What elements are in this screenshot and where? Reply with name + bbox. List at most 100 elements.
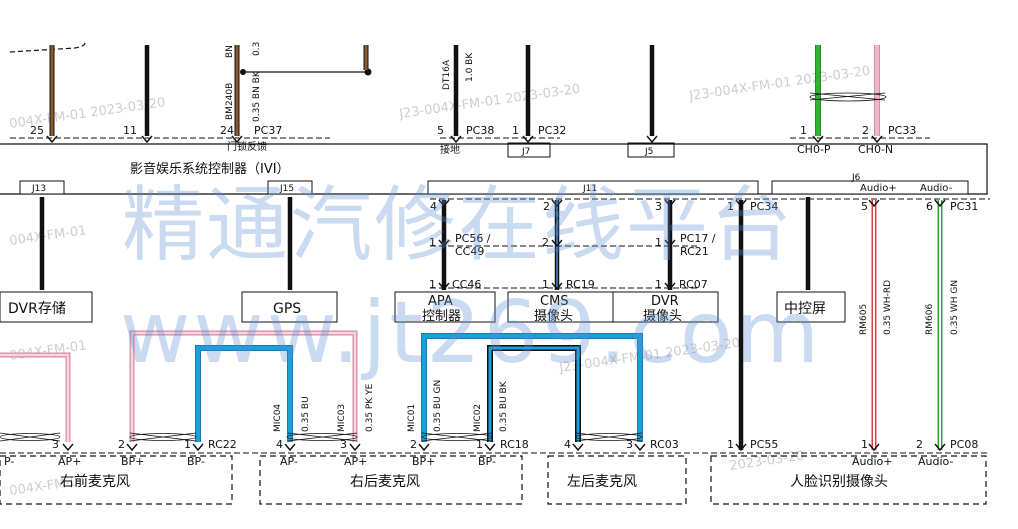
connector-id: RC07: [679, 278, 708, 291]
connector-id: RC19: [566, 278, 595, 291]
pin-label: AP+: [344, 455, 367, 468]
pin-number: 3: [52, 438, 59, 451]
connector-id: RC22: [208, 438, 237, 451]
wire-id: MIC02: [473, 404, 483, 432]
site-watermark: 精通汽修在线平台 www.jt269.com: [120, 178, 822, 383]
module-dvr-camera-sub: 摄像头: [643, 309, 682, 324]
wire-id: MIC04: [273, 404, 283, 432]
pin-label: Audio+: [860, 183, 897, 194]
ivi-controller: 影音娱乐系统控制器（IVI） J13 J15 J11 J6 Audio+ Aud…: [0, 143, 988, 195]
pin-number: 1: [429, 278, 436, 291]
pin-number: 3: [655, 200, 662, 213]
wire-spec: 0.35 WH-RD: [883, 280, 893, 335]
mic-modules: 右前麦克风 右后麦克风 左后麦克风 人脸识别摄像头: [0, 455, 987, 505]
module-center-screen: 中控屏: [784, 301, 826, 317]
pin-number: 5: [437, 124, 444, 137]
modules: DVR存储 GPS APA 控制器 CMS 摄像头 DVR 摄像头 中控屏: [0, 291, 846, 324]
connector-id: PC34: [750, 200, 778, 213]
connector-id: CC49: [455, 245, 484, 258]
pin-number: 4: [276, 438, 283, 451]
module-right-rear-mic: 右后麦克风: [350, 474, 420, 490]
module-dvr-camera: DVR: [651, 294, 679, 309]
module-cms: CMS: [540, 294, 569, 309]
pin-number: 1: [542, 278, 549, 291]
pin-number: 1: [727, 200, 734, 213]
wire-spec: 0.3: [252, 42, 262, 56]
pin-number: 1: [184, 438, 191, 451]
timestamp-watermark: 004X-FM-01: [8, 223, 87, 249]
signal-label: 接地: [440, 143, 460, 156]
connector-id: PC37: [254, 124, 282, 137]
wire-spec: BN: [225, 45, 235, 58]
signal-label: 门锁反馈: [227, 140, 267, 153]
connector-id: J6: [851, 173, 861, 183]
pin-number: 3: [340, 438, 347, 451]
connector-id: PC08: [950, 438, 978, 451]
pin-label: Audio-: [918, 455, 953, 468]
wire-spec: 0.35 BU GN: [433, 380, 443, 432]
module-face-camera: 人脸识别摄像头: [790, 474, 888, 490]
pin-number: 2: [118, 438, 125, 451]
pin-number: 2: [543, 200, 550, 213]
pin-number: 1: [727, 438, 734, 451]
bottom-labels: 3 2 1 RC22 4 3 2 1 RC18 4 3 RC03 1 PC55 …: [4, 438, 978, 468]
pin-label: P-: [4, 455, 14, 468]
connector-id: PC33: [888, 124, 916, 137]
mic-wire-labels: MIC04 0.35 BU MIC03 0.35 PK YE MIC01 0.3…: [273, 380, 509, 432]
pin-label: Audio-: [920, 183, 953, 194]
connector-id: RC21: [680, 245, 709, 258]
pin-label: BP+: [412, 455, 435, 468]
wire-id: DT16A: [442, 59, 452, 90]
middle-pins: [438, 199, 946, 291]
pin-label: AP+: [58, 455, 81, 468]
middle-wires: [39, 197, 943, 450]
connector-id: RC03: [650, 438, 679, 451]
connector-id: J11: [582, 184, 597, 194]
pin-number: 25: [30, 124, 44, 137]
watermark-cn: 精通汽修在线平台: [122, 178, 794, 273]
connector-id: PC32: [538, 124, 566, 137]
connector-id: PC31: [950, 200, 978, 213]
wire-spec: 0.35 BN BK: [252, 70, 262, 122]
top-pins: [46, 135, 883, 144]
wire-spec: 1.0 BK: [465, 52, 475, 82]
pin-label: BP-: [187, 455, 205, 468]
pin-number: 11: [123, 124, 137, 137]
pin-number: 1: [655, 278, 662, 291]
connector-id: J13: [31, 184, 46, 194]
pin-number: 2: [542, 236, 549, 249]
wire-id: MIC01: [407, 404, 417, 432]
pin-number: 1: [800, 124, 807, 137]
connector-id: PC38: [466, 124, 494, 137]
pin-number: 4: [564, 438, 571, 451]
ivi-title: 影音娱乐系统控制器（IVI）: [130, 161, 290, 177]
pin-number: 2: [410, 438, 417, 451]
pin-label: BP+: [121, 455, 144, 468]
wire-spec: 0.35 BU: [301, 396, 311, 432]
timestamp-watermark: J23-004X-FM-01 2023-03-20: [397, 82, 581, 122]
connector-id: RC18: [500, 438, 529, 451]
module-gps: GPS: [273, 301, 301, 317]
pin-label: Audio+: [852, 455, 892, 468]
pin-number: 2: [916, 438, 923, 451]
connector-id: PC17 /: [680, 232, 716, 245]
module-right-front-mic: 右前麦克风: [60, 473, 130, 490]
connector-id: PC55: [750, 438, 778, 451]
pin-number: 4: [430, 200, 437, 213]
wire-id: RM605: [859, 304, 869, 335]
connector-id: J5: [644, 147, 653, 157]
signal-label: CH0-N: [858, 143, 893, 156]
sub-connectors-top: J7 J5: [507, 142, 675, 158]
top-wires: [9, 39, 887, 136]
wire-id: MIC03: [337, 404, 347, 432]
pin-number: 3: [626, 438, 633, 451]
pin-number: 1: [655, 236, 662, 249]
pin-label: AP-: [280, 455, 298, 468]
timestamp-watermark: J23-004X-FM-01 2023-03-20: [687, 64, 871, 104]
watermark-url: www.jt269.com: [120, 283, 822, 383]
module-left-rear-mic: 左后麦克风: [567, 474, 637, 490]
module-apa: APA: [428, 294, 453, 309]
wire-id: BM240B: [225, 83, 235, 120]
pin-number: 1: [512, 124, 519, 137]
